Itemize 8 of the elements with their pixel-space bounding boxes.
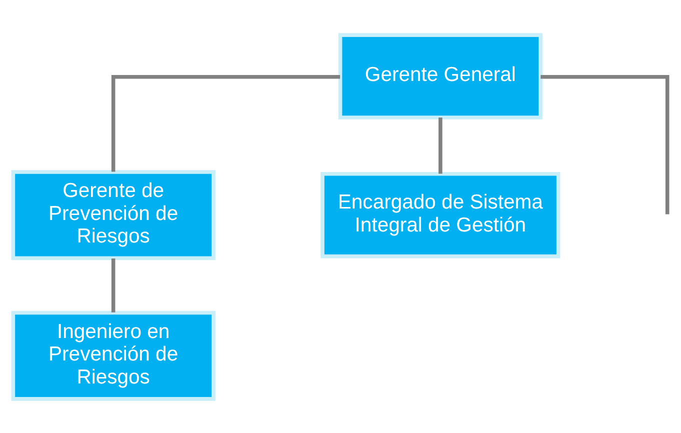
- connector: [540, 74, 670, 214]
- node-box: Gerente General: [338, 32, 542, 119]
- node-box: Ingeniero en Prevención de Riesgos: [11, 310, 216, 400]
- connector: [111, 258, 116, 312]
- connector: [438, 117, 442, 174]
- node-box: Gerente de Prevención de Riesgos: [11, 170, 216, 260]
- connector: [111, 74, 340, 172]
- node-box: Encargado de Sistema Integral de Gestión: [320, 172, 560, 258]
